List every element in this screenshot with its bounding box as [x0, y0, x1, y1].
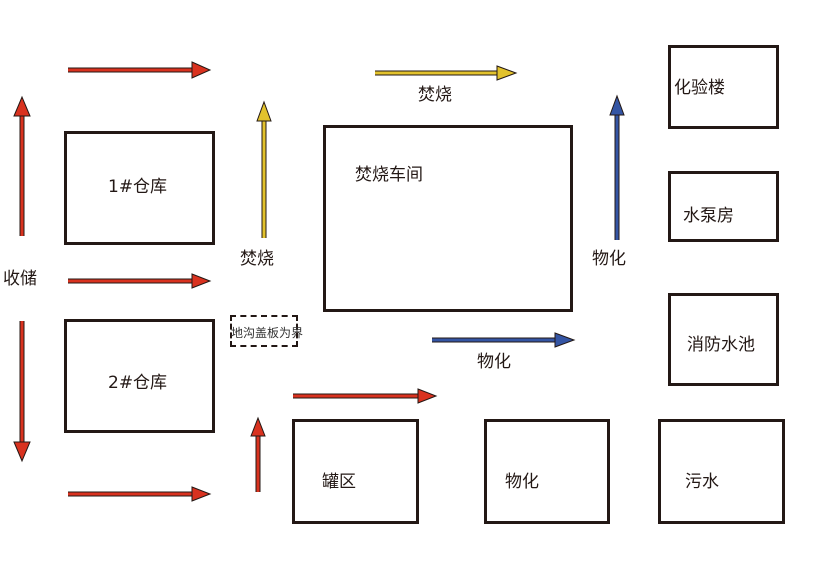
pump-house-label: 水泵房 — [683, 206, 734, 226]
red-arrow-middle — [68, 273, 212, 289]
blue-arrow-up — [609, 94, 625, 240]
lab-building-label: 化验楼 — [674, 78, 725, 98]
sewage-box — [658, 419, 785, 524]
yellow-arrow-right — [375, 65, 518, 81]
physchem-box — [484, 419, 610, 524]
boundary-label: 地沟盖板为界 — [231, 326, 304, 340]
incineration-workshop-box — [323, 125, 573, 312]
red-arrow-top — [68, 61, 212, 79]
lab-building-box — [668, 45, 779, 129]
incineration-top-label: 焚烧 — [418, 85, 452, 105]
fire-pool-label: 消防水池 — [687, 335, 755, 355]
warehouse-2-box — [64, 319, 215, 433]
physchem-box-label: 物化 — [505, 472, 539, 492]
red-arrow-up-tank — [250, 416, 266, 492]
physchem-bottom-label: 物化 — [477, 352, 511, 372]
red-arrow-up-left — [13, 95, 31, 236]
fire-pool-box — [668, 293, 779, 386]
red-arrow-to-tank — [293, 388, 438, 404]
warehouse-1-box — [64, 131, 215, 245]
boundary-dashed-box — [230, 315, 298, 347]
incineration-left-label: 焚烧 — [240, 249, 274, 269]
physchem-right-label: 物化 — [592, 249, 626, 269]
yellow-arrow-up — [256, 100, 272, 238]
tank-area-label: 罐区 — [322, 472, 356, 492]
tank-area-box — [292, 419, 419, 524]
pump-house-box — [668, 171, 779, 242]
red-arrow-bottom — [68, 486, 212, 502]
warehouse-1-label: 1#仓库 — [108, 177, 168, 197]
warehouse-2-label: 2#仓库 — [108, 373, 168, 393]
red-arrow-down-left — [13, 321, 31, 463]
sewage-label: 污水 — [685, 472, 719, 492]
blue-arrow-right — [432, 332, 576, 348]
incineration-workshop-label: 焚烧车间 — [355, 165, 423, 185]
storage-label: 收储 — [3, 269, 37, 289]
